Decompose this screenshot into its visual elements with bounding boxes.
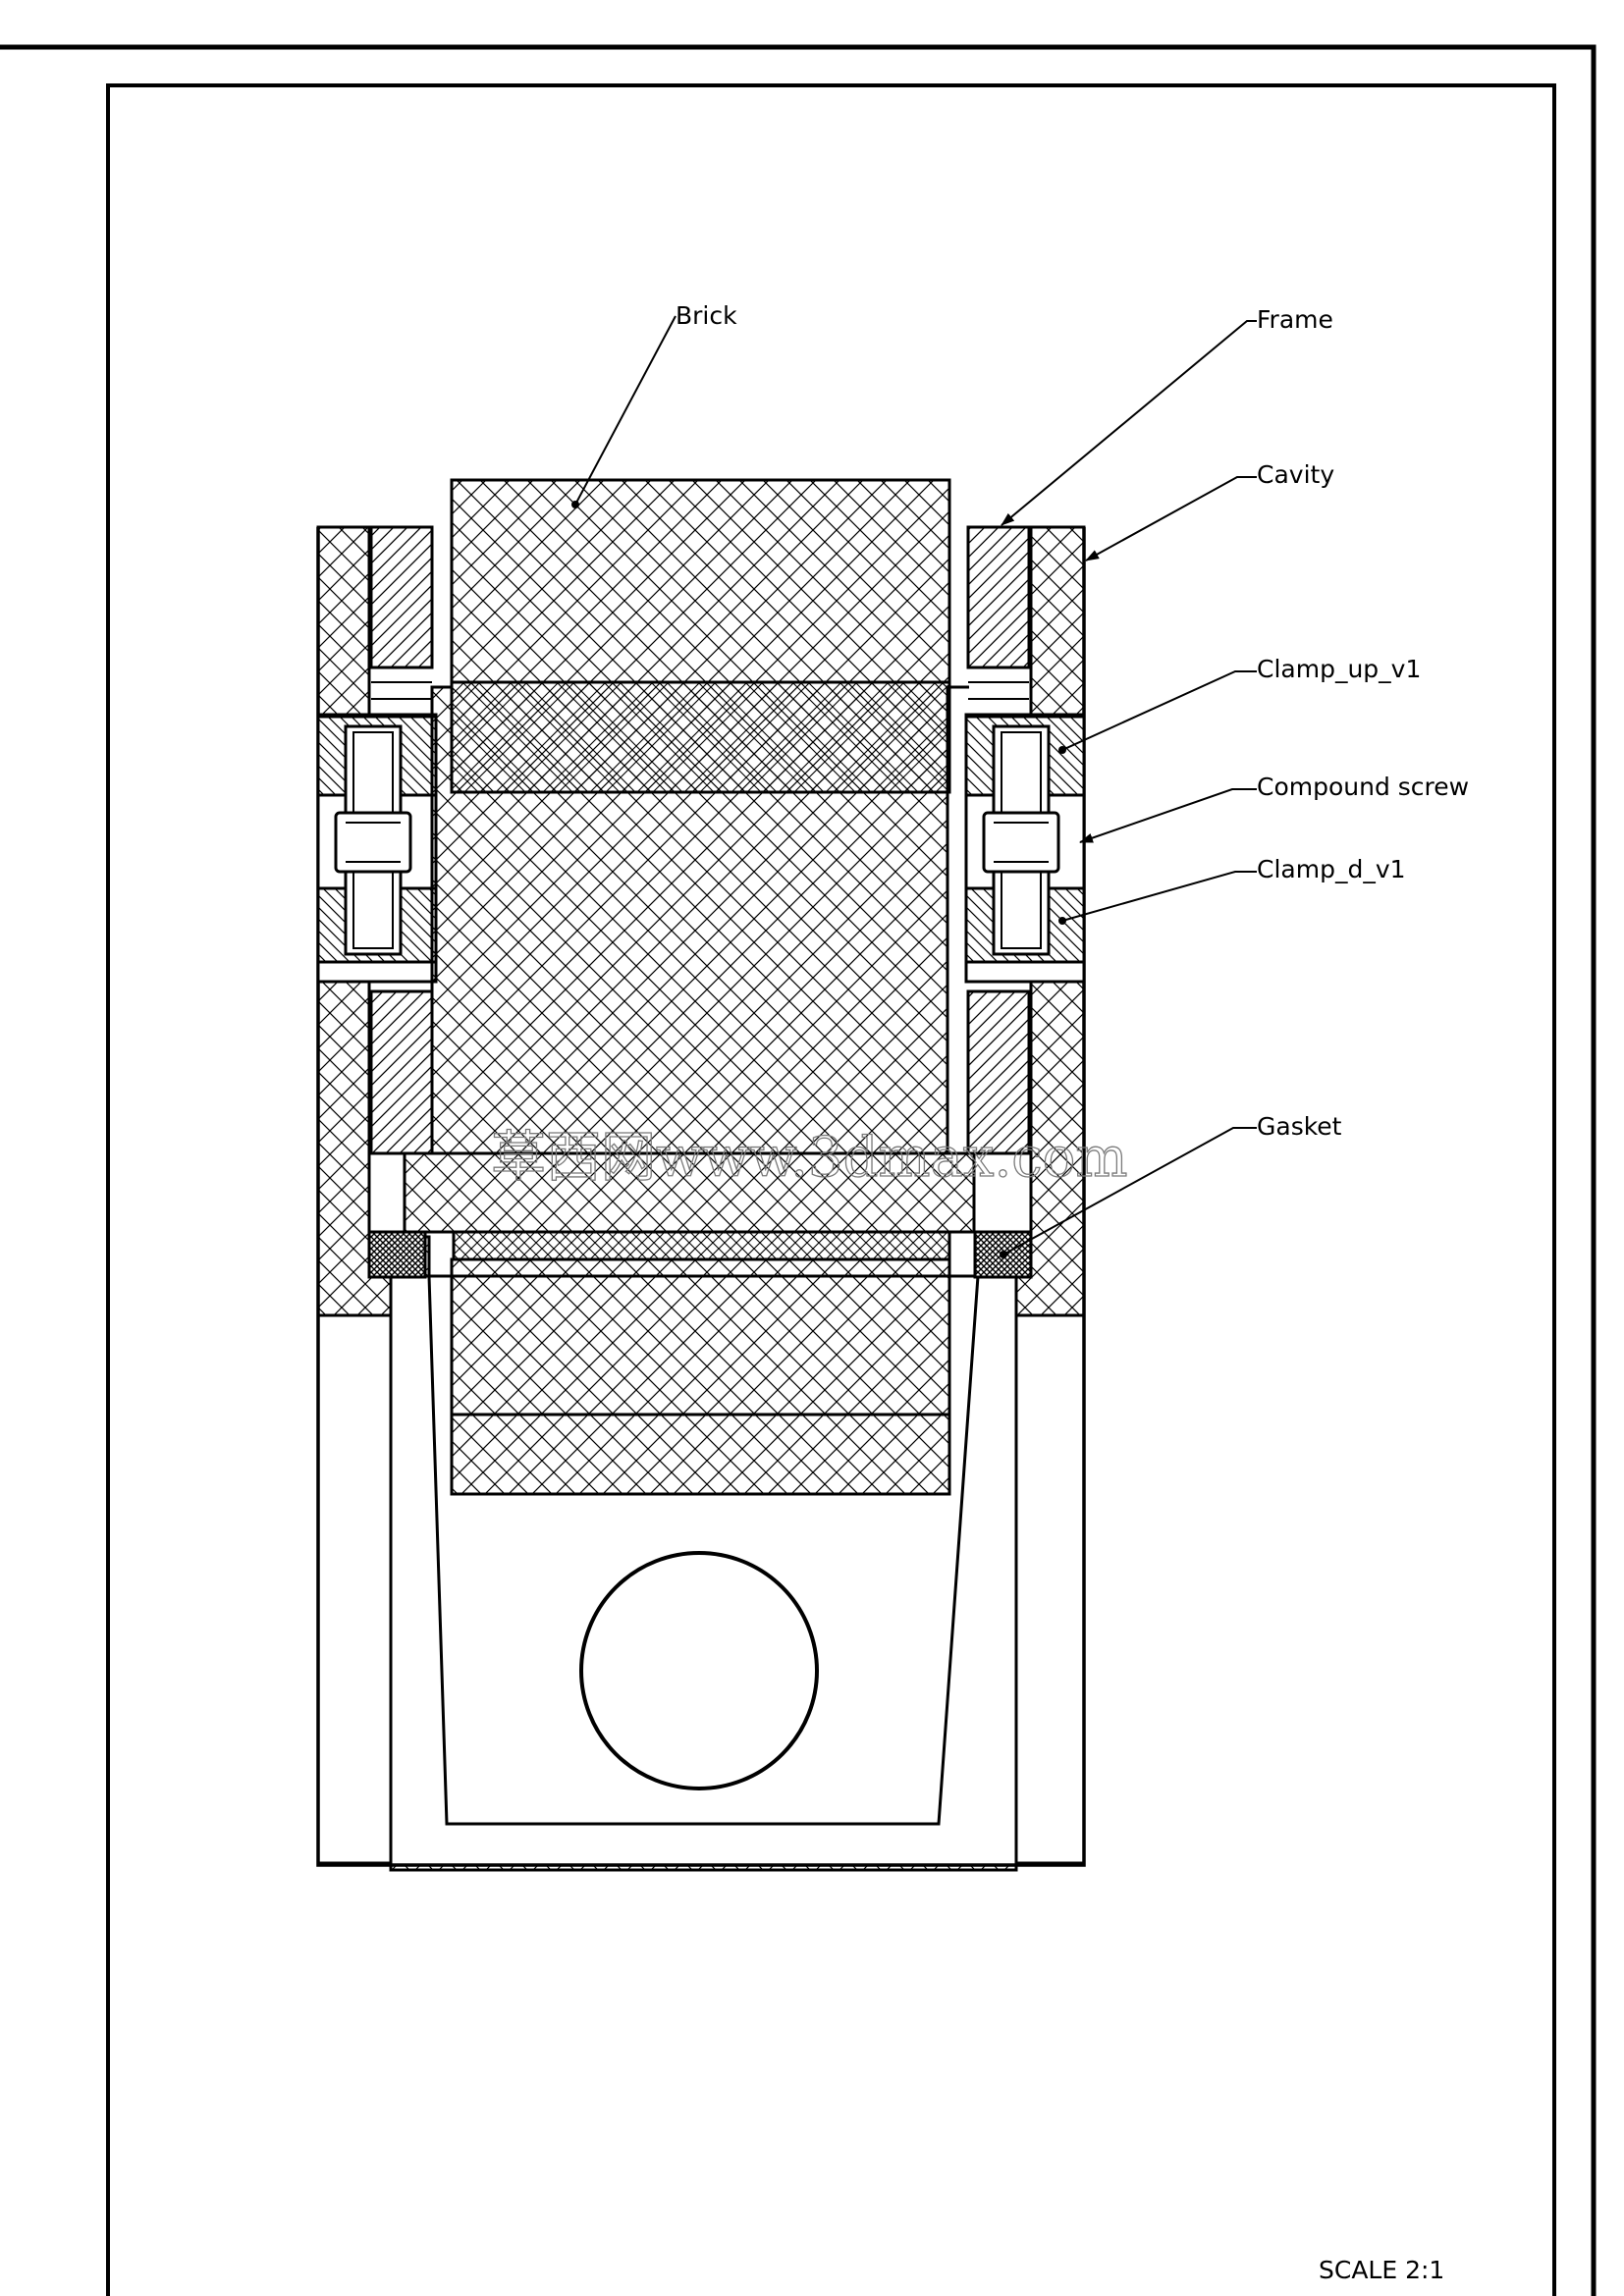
label-clamp-d: Clamp_d_v1 (1257, 855, 1406, 883)
label-cavity: Cavity (1257, 460, 1334, 489)
label-frame: Frame (1257, 305, 1333, 334)
gasket (367, 1230, 1033, 1279)
compound-screw-left (334, 724, 412, 956)
frame (369, 525, 1031, 1155)
sheet-border (0, 44, 1597, 2296)
cavity-hole (579, 1551, 819, 1790)
watermark: 草西网www.3dmax.com (491, 1126, 1127, 1190)
leader-lines (571, 315, 1257, 1258)
compound-screw-right (982, 724, 1060, 956)
label-clamp-up: Clamp_up_v1 (1257, 655, 1421, 683)
label-gasket: Gasket (1257, 1112, 1342, 1141)
lower-brick (450, 1257, 951, 1496)
scale-label: SCALE 2:1 (1319, 2256, 1444, 2284)
label-brick: Brick (676, 301, 737, 330)
brick (403, 478, 976, 1234)
label-compound-screw: Compound screw (1257, 773, 1469, 801)
